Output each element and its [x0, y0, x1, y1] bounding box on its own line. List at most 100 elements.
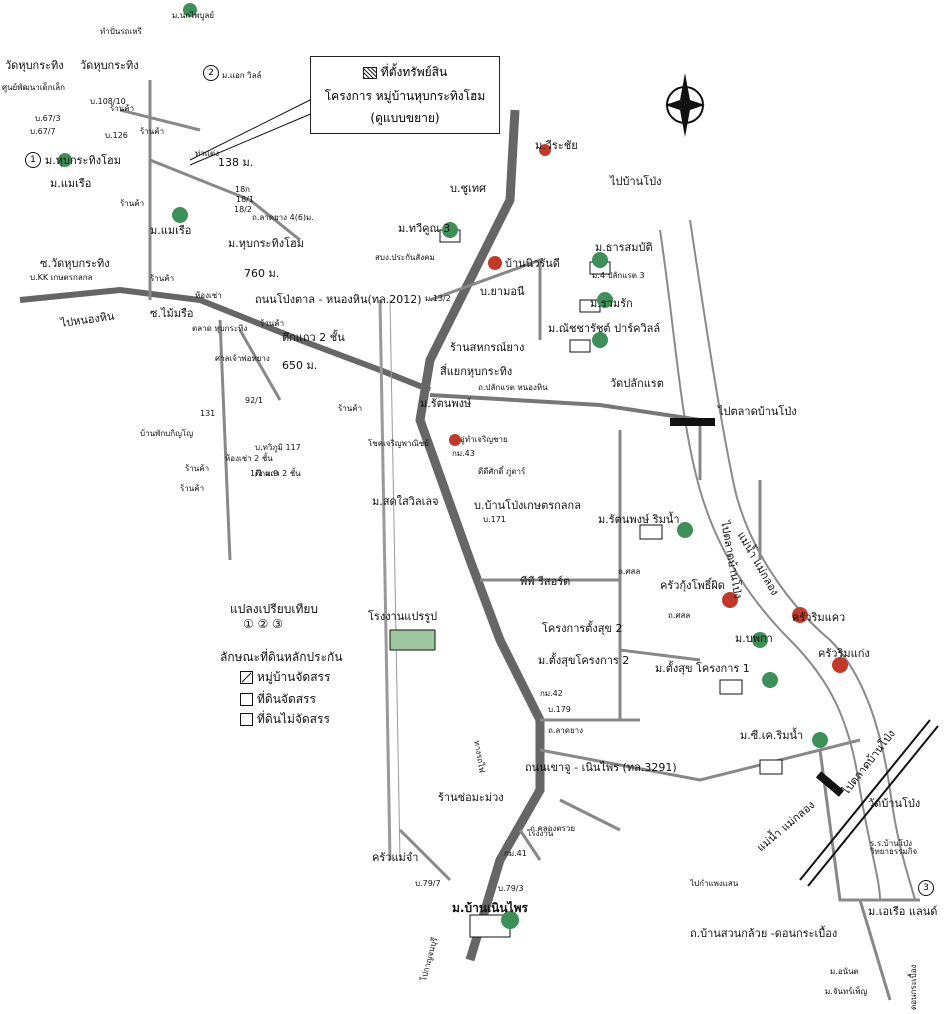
road-label-3291: ถนนเขาจู - เนินไพร (ทล.3291): [525, 761, 677, 774]
place-ban-niwat: บ้านนิวรันดี: [505, 257, 560, 270]
place-m-krid: ม.แอก วิลล์: [222, 71, 262, 80]
place-m-wirat: ม.วีระชัย: [535, 139, 578, 152]
place-mu-mae-2: ม.แมเรือ: [150, 224, 192, 237]
restaurant-markers: [449, 144, 848, 673]
road-label-ban-suan: ถ.บ้านสวนกล้วย -ดอนกระเบื้อง: [690, 927, 838, 940]
compass-rose: [665, 73, 705, 137]
place-sala: ศาลเจ้าพ่อหยาง: [215, 354, 270, 363]
place-m-noenphrai: ม.บ้านเนินไพร: [452, 901, 528, 915]
place-p171: บ.171: [483, 515, 506, 524]
legend-zoom-label: (ดูแบบขยาย): [370, 111, 440, 125]
place-p108: บ.108/10: [90, 97, 126, 106]
place-shop-1: ร้านค้า: [260, 319, 285, 328]
place-m-taweekoon: ม.ทวีคูณ 3: [398, 222, 451, 235]
road-label-bypass: ตึกแถว 2 ชั้น: [282, 331, 345, 344]
place-m-natcha: ม.ณัชชารัชต์ ปาร์ควิลล์: [548, 322, 661, 335]
road-label-to-ban-pong: ไปบ้านโป่ง: [610, 175, 662, 188]
place-hub-home-2: ม.หุบกระทิงโฮม: [228, 237, 304, 250]
place-m-chanpa: ม.จันทร์เพ็ญ: [825, 987, 868, 996]
place-m-suthep: บ.ชูเทศ: [450, 182, 486, 195]
place-shop-7: ร้านค้า: [338, 404, 363, 413]
legend-land-allocated: ที่ดินจัดสรร: [240, 690, 316, 709]
place-wat-pakset: วัดปลักแรต: [610, 377, 664, 390]
bridge-1: [670, 418, 715, 426]
river-mae-klong: [659, 229, 881, 901]
railway-line: [378, 299, 392, 861]
place-ban-yamoni: บ.ยามอนี: [480, 285, 525, 298]
place-lakyang: ถ.ลาดยาง 4(6)ม.: [252, 213, 314, 222]
checked-box-icon: [240, 671, 253, 684]
place-soi-sol: ถ.ศสล: [618, 567, 641, 576]
place-m-eua: ม.เอเรือ แลนด์: [868, 905, 938, 918]
road-2012: [19, 286, 432, 393]
place-sinsak: ดีดีศักดิ์ ภู่ดาร์: [478, 467, 526, 476]
place-sahakorn: ร้านสหกรณ์ยาง: [450, 341, 525, 354]
place-m-pukkta: ม.บพกา: [735, 632, 773, 645]
road-label-pakset: ถ.ปลักแรต หนองหิน: [478, 383, 548, 392]
place-kitchen-3: ครัวริมแก่ง: [818, 647, 870, 660]
place-p179: บ.179: [548, 705, 571, 714]
place-p1-9: 1/1 ม.9: [250, 469, 279, 478]
empty-box-icon: [240, 713, 253, 726]
place-kitchen-4: ครัวแม่จำ: [372, 851, 419, 864]
place-m-ruamrak: ม.รวมรัก: [590, 297, 633, 310]
place-m-anant: ม.อนันต: [830, 967, 859, 976]
comparables-title: แปลงเปรียบเทียบ: [230, 602, 319, 616]
place-shop-8: ร้านค้า: [120, 199, 145, 208]
place-mu-mae: ม.แมเรือ: [50, 177, 92, 190]
place-building: ตึกแถว 2 ชั้น: [255, 469, 301, 478]
tree-icons: [58, 3, 828, 929]
place-tang-suk-2: โครงการตั้งสุข 2: [542, 622, 623, 635]
place-charoen: อู่ทำเจริญชาย: [460, 435, 508, 444]
place-cheon: โชคเจริญพาณิชย์: [368, 439, 429, 448]
place-school: ศูนย์พัฒนาเด็กเล็ก: [2, 83, 65, 92]
legend-village-allocated: หมู่บ้านจัดสรร: [240, 668, 330, 687]
legend-box: ที่ตั้งทรัพย์สิน โครงการ หมู่บ้านหุบกระท…: [310, 56, 500, 134]
comparable-marker-3: 3: [918, 880, 934, 896]
place-p117: บ.ทวิภูมิ 117: [255, 443, 301, 452]
distance-138: 138 ม.: [218, 156, 254, 169]
place-km43: กม.43: [452, 449, 475, 458]
place-wat-hub: วัดหุบกระทิง: [5, 59, 64, 72]
place-ban-thi: บ้านพักบกิญโญ: [140, 429, 194, 438]
place-khlong: ถ.คลองตรวย: [530, 824, 576, 833]
place-p67-7: บ.67/7: [30, 127, 56, 136]
place-shop-4: ร้านค้า: [150, 274, 175, 283]
legend-land-not-allocated-label: ที่ดินไม่จัดสรร: [257, 712, 330, 726]
place-nok-pai: ม.นกไพบูลย์: [172, 11, 215, 20]
comparable-marker-2: 2: [203, 65, 219, 81]
legend-land-not-allocated: ที่ดินไม่จัดสรร: [240, 710, 330, 729]
railway-right: [799, 719, 931, 881]
place-wat-ban-pong: วัดบ้านโป่ง: [868, 797, 921, 810]
place-p67-3: บ.67/3: [35, 114, 61, 123]
road-main: [415, 109, 545, 962]
bridge-2: [815, 771, 845, 797]
legend-project-label: โครงการ หมู่บ้านหุบกระทิงโฮม: [324, 89, 486, 103]
road-secondary: [119, 80, 920, 1001]
land-type-title: ลักษณะที่ดินหลักประกัน: [220, 650, 343, 664]
place-hub-home-1: ม.หุบกระทิงโฮม: [45, 154, 121, 167]
place-p18-2: 18/2: [234, 205, 252, 214]
hatch-swatch-icon: [362, 66, 377, 79]
place-pp-resort: พีพี รีสอร์ต: [520, 575, 571, 588]
place-room-rent: ห้องเช่า: [195, 291, 222, 300]
road-label-kamphaengsaen: ไปกำแพงแสน: [690, 879, 739, 888]
place-kk: บ.KK เกษตรกลกล: [30, 273, 93, 282]
place-p18n: 18ก: [235, 185, 251, 194]
road-label-to-market: ไปตลาดบ้านโป่ง: [718, 405, 797, 418]
place-shop-6: ร้านค้า: [180, 484, 205, 493]
distance-760: 760 ม.: [244, 267, 280, 280]
legend-asset-label: ที่ตั้งทรัพย์สิน: [380, 65, 448, 79]
place-p79-7: บ.79/7: [415, 879, 441, 888]
road-pakset: [429, 393, 701, 422]
place-mai-ru: ซ.ไม้มรือ: [150, 307, 194, 320]
place-kitchen-1: ครัวกุ้งโพธิ์ผิด: [660, 579, 725, 592]
place-m-tang-1: ม.ตั้งสุข โครงการ 1: [655, 662, 750, 675]
place-p131: 131: [200, 409, 216, 418]
place-sorkor: สบง.ประกันสังคม: [375, 253, 435, 262]
place-tang-suk-proj: ม.ตั้งสุขโครงการ 2: [538, 654, 630, 667]
buildings: [389, 229, 783, 938]
empty-box-icon: [240, 693, 253, 706]
road-label-2012: ถนนโป่งตาล - หนองหิน(ทล.2012): [255, 293, 422, 306]
